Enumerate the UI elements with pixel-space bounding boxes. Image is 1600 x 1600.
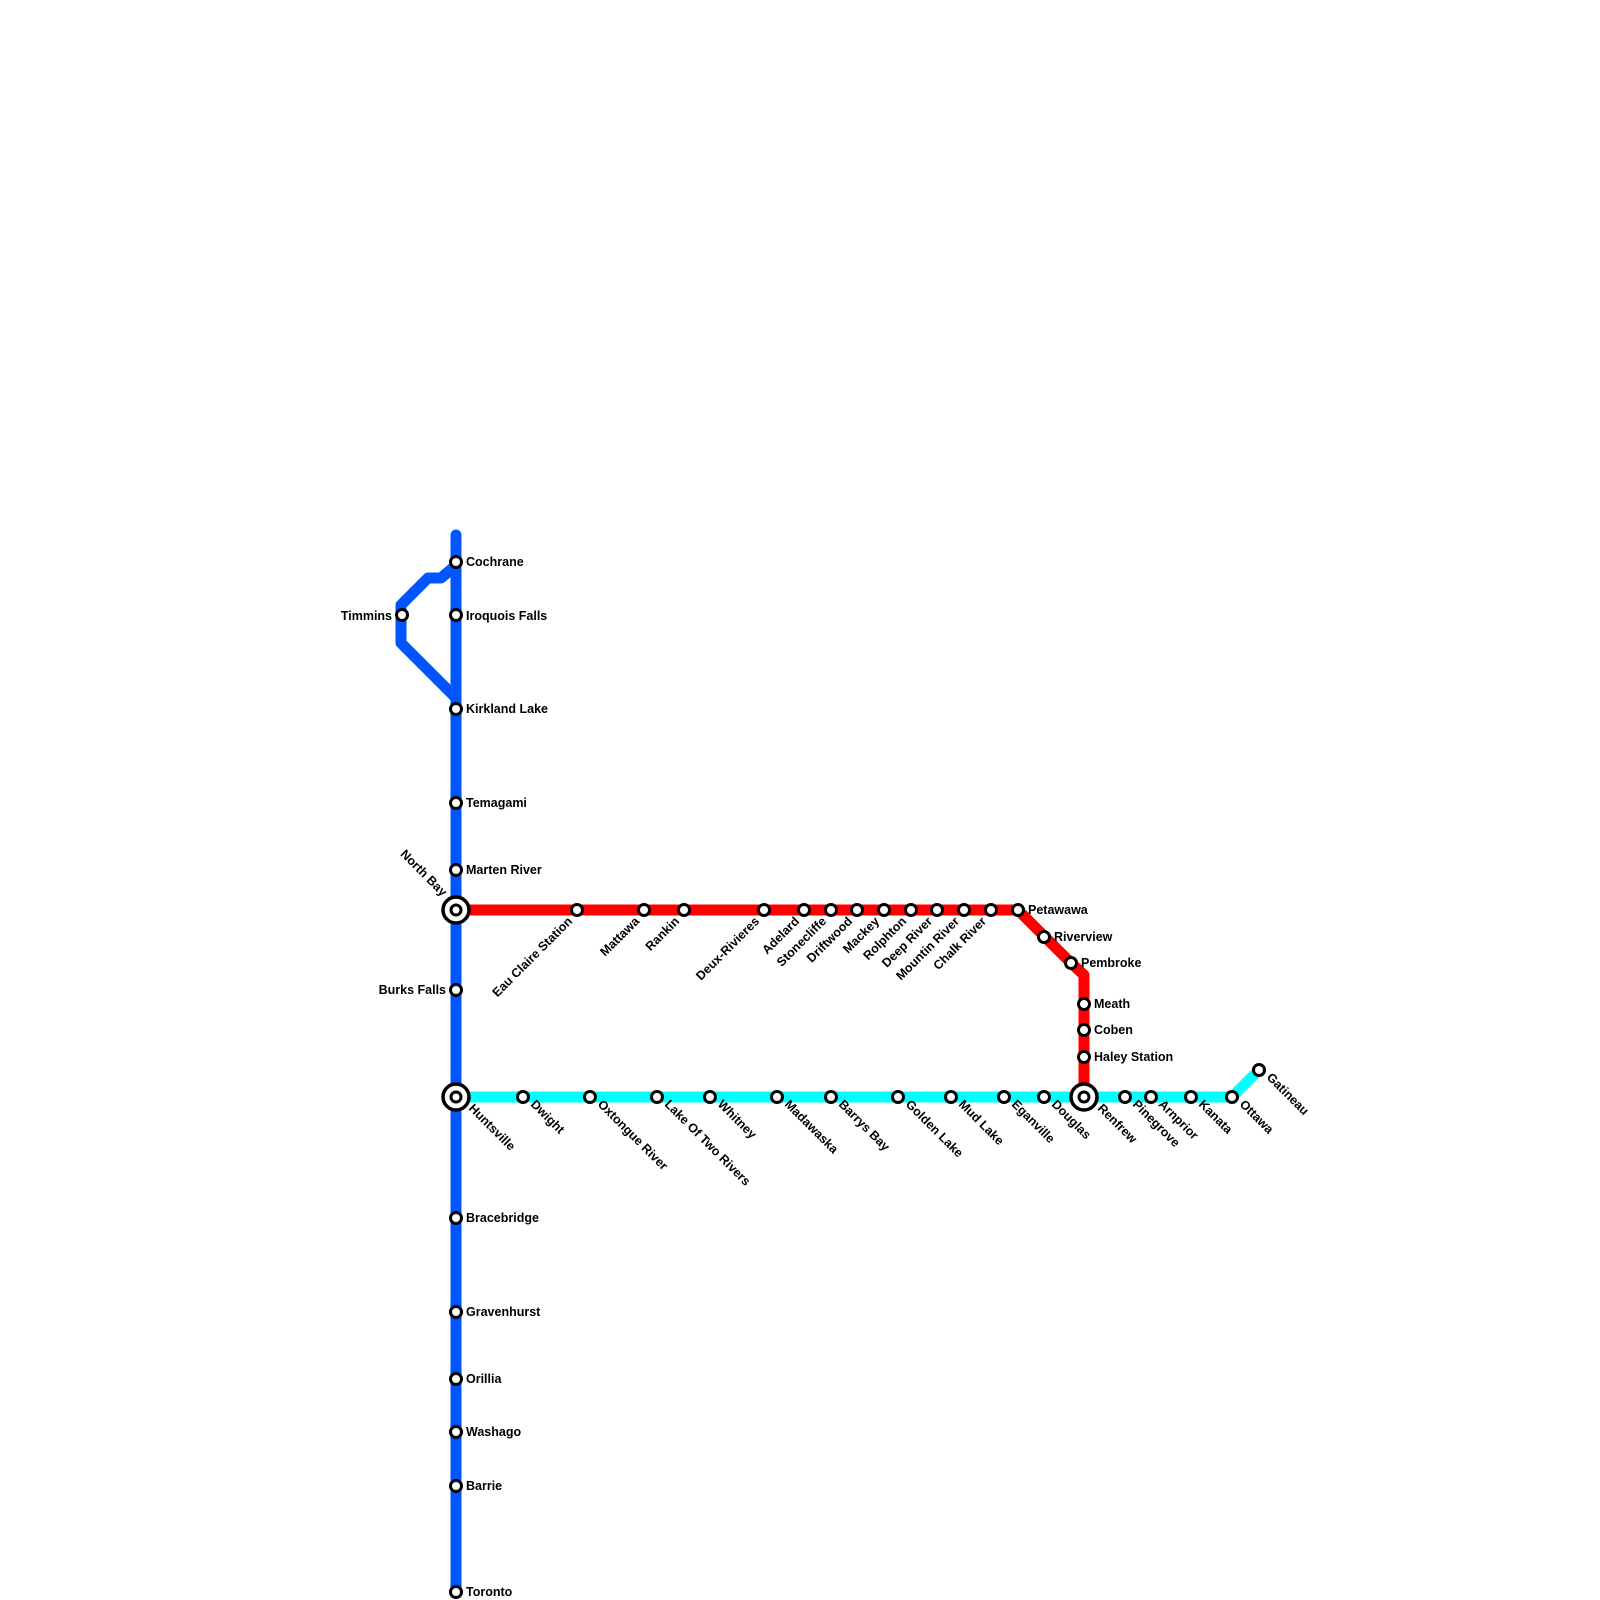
label-dwight: Dwight <box>528 1097 568 1137</box>
station-mackey[interactable] <box>877 903 891 917</box>
label-ottawa: Ottawa <box>1237 1097 1277 1137</box>
station-eganville[interactable] <box>997 1090 1011 1104</box>
label-toronto: Toronto <box>466 1585 513 1599</box>
station-driftwood[interactable] <box>850 903 864 917</box>
label-cochrane: Cochrane <box>466 555 524 569</box>
label-timmins: Timmins <box>341 609 392 623</box>
station-gravenhurst[interactable] <box>449 1305 463 1319</box>
label-gatineau: Gatineau <box>1264 1070 1312 1118</box>
label-haley-station: Haley Station <box>1094 1050 1173 1064</box>
label-meath: Meath <box>1094 997 1130 1011</box>
label-whitney: Whitney <box>715 1097 759 1141</box>
station-pinegrove[interactable] <box>1118 1090 1132 1104</box>
station-temagami[interactable] <box>449 796 463 810</box>
station-golden-lake[interactable] <box>891 1090 905 1104</box>
station-mountin-river[interactable] <box>957 903 971 917</box>
station-deep-river[interactable] <box>930 903 944 917</box>
label-iroquois-falls: Iroquois Falls <box>466 609 547 623</box>
station-oxtongue-river[interactable] <box>583 1090 597 1104</box>
label-washago: Washago <box>466 1425 521 1439</box>
label-barrys-bay: Barrys Bay <box>836 1097 893 1154</box>
station-barrie[interactable] <box>449 1479 463 1493</box>
station-mud-lake[interactable] <box>944 1090 958 1104</box>
station-dwight[interactable] <box>516 1090 530 1104</box>
labels: Cochrane Timmins Iroquois Falls Kirkland… <box>341 555 1312 1599</box>
label-eau-claire-station: Eau Claire Station <box>490 914 576 1000</box>
label-riverview: Riverview <box>1054 930 1113 944</box>
label-mud-lake: Mud Lake <box>956 1097 1007 1148</box>
station-riverview[interactable] <box>1037 930 1051 944</box>
station-cochrane[interactable] <box>449 555 463 569</box>
label-rankin: Rankin <box>643 914 682 953</box>
station-douglas[interactable] <box>1037 1090 1051 1104</box>
station-rankin[interactable] <box>677 903 691 917</box>
station-ottawa[interactable] <box>1225 1090 1239 1104</box>
station-coben[interactable] <box>1077 1023 1091 1037</box>
label-kirkland-lake: Kirkland Lake <box>466 702 548 716</box>
cyan-line <box>450 1064 1265 1103</box>
station-pembroke[interactable] <box>1064 956 1078 970</box>
station-kirkland-lake[interactable] <box>449 702 463 716</box>
station-timmins[interactable] <box>395 608 409 622</box>
label-deux-rivieres: Deux-Rivieres <box>693 914 762 983</box>
station-marten-river[interactable] <box>449 863 463 877</box>
label-madawaska: Madawaska <box>782 1097 842 1157</box>
station-lake-of-two-rivers[interactable] <box>650 1090 664 1104</box>
station-toronto[interactable] <box>449 1585 463 1599</box>
label-mattawa: Mattawa <box>597 913 643 959</box>
station-haley-station[interactable] <box>1077 1050 1091 1064</box>
station-burks-falls[interactable] <box>449 983 463 997</box>
station-adelard[interactable] <box>797 903 811 917</box>
label-orillia: Orillia <box>466 1372 502 1386</box>
label-gravenhurst: Gravenhurst <box>466 1305 541 1319</box>
station-petawawa[interactable] <box>1011 903 1025 917</box>
station-arnprior[interactable] <box>1144 1090 1158 1104</box>
station-chalk-river[interactable] <box>984 903 998 917</box>
label-coben: Coben <box>1094 1023 1133 1037</box>
station-madawaska[interactable] <box>770 1090 784 1104</box>
station-meath[interactable] <box>1077 997 1091 1011</box>
stations <box>395 555 1266 1599</box>
label-north-bay: North Bay <box>398 847 450 899</box>
station-iroquois-falls[interactable] <box>449 608 463 622</box>
station-kanata[interactable] <box>1184 1090 1198 1104</box>
station-mattawa[interactable] <box>637 903 651 917</box>
label-barrie: Barrie <box>466 1479 502 1493</box>
station-washago[interactable] <box>449 1425 463 1439</box>
label-huntsville: Huntsville <box>466 1101 518 1153</box>
station-renfrew[interactable] <box>1069 1082 1099 1112</box>
station-huntsville[interactable] <box>441 1082 471 1112</box>
label-pembroke: Pembroke <box>1081 956 1141 970</box>
station-gatineau[interactable] <box>1252 1063 1266 1077</box>
station-stonecliffe[interactable] <box>824 903 838 917</box>
station-barrys-bay[interactable] <box>824 1090 838 1104</box>
label-bracebridge: Bracebridge <box>466 1211 539 1225</box>
station-bracebridge[interactable] <box>449 1211 463 1225</box>
label-marten-river: Marten River <box>466 863 542 877</box>
blue-line-timmins-branch <box>395 561 460 702</box>
label-temagami: Temagami <box>466 796 527 810</box>
station-whitney[interactable] <box>703 1090 717 1104</box>
station-orillia[interactable] <box>449 1372 463 1386</box>
station-rolphton[interactable] <box>904 903 918 917</box>
station-eau-claire-station[interactable] <box>570 903 584 917</box>
label-oxtongue-river: Oxtongue River <box>595 1097 671 1173</box>
label-burks-falls: Burks Falls <box>379 983 446 997</box>
station-north-bay[interactable] <box>441 895 471 925</box>
label-petawawa: Petawawa <box>1028 903 1089 917</box>
station-deux-rivieres[interactable] <box>757 903 771 917</box>
